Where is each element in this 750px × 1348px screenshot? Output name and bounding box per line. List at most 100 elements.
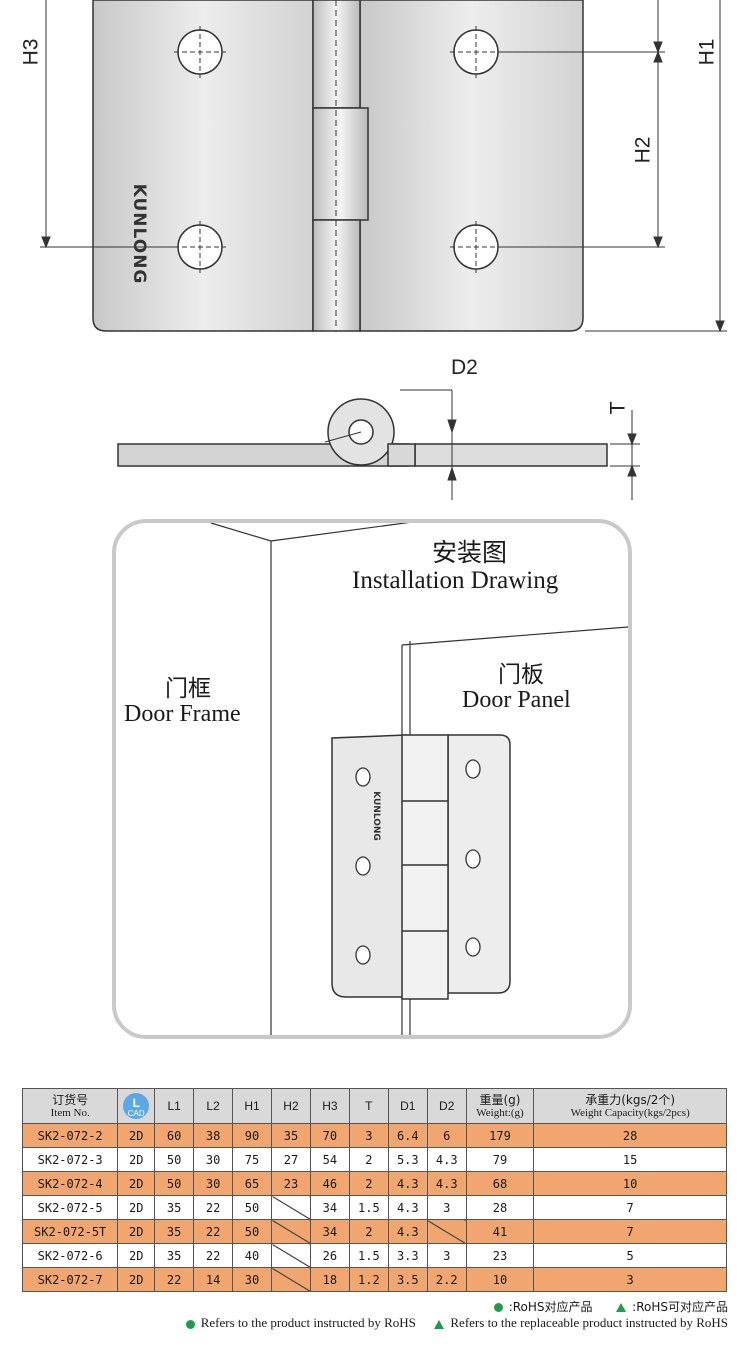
right-leaf [359,0,584,332]
cell-l2: 22 [193,1195,234,1220]
cell-t: 1.5 [348,1243,389,1268]
cell-l1: 35 [154,1219,195,1244]
legend-replace-en: Refers to the replaceable product instru… [450,1315,728,1330]
cell-cap: 5 [533,1243,727,1268]
left-leaf [92,0,314,332]
col-d2: D2 [426,1088,467,1124]
cell-weight: 179 [465,1123,535,1148]
cell-item: SK2-072-5T [21,1219,119,1244]
col-l2: L2 [193,1088,234,1124]
cell-cad[interactable]: 2D [117,1123,156,1148]
cell-weight: 68 [465,1171,535,1196]
cell-t: 3 [348,1123,389,1148]
cell-l2: 30 [193,1147,234,1172]
cell-cad[interactable]: 2D [117,1267,156,1292]
cell-t: 1.5 [348,1195,389,1220]
cell-l2: 22 [193,1219,234,1244]
col-h2: H2 [271,1088,311,1124]
installation-illustration [210,523,628,1035]
door-frame-label-en: Door Frame [124,701,241,727]
cell-h2 [271,1243,311,1268]
cell-d1: 5.3 [387,1147,428,1172]
cell-l1: 22 [154,1267,195,1292]
cell-t: 2 [348,1219,389,1244]
legend-rohs-cn: :RoHS对应产品 [508,1300,593,1314]
cell-d2: 3 [426,1243,467,1268]
cell-d2: 2.2 [426,1267,467,1292]
cell-d2 [426,1219,467,1244]
cell-l2: 30 [193,1171,234,1196]
installation-brand: KUNLONG [367,776,381,856]
cell-cad[interactable]: 2D [117,1243,156,1268]
rohs-dot-icon [493,1303,503,1312]
cell-h2 [271,1267,311,1292]
cell-h3: 26 [309,1243,350,1268]
cell-h2 [271,1219,311,1244]
cell-item: SK2-072-2 [21,1123,119,1148]
cell-t: 2 [348,1147,389,1172]
cell-weight: 41 [465,1219,535,1244]
cell-h3: 70 [309,1123,350,1148]
cell-h2: 35 [271,1123,311,1148]
cell-weight: 10 [465,1267,535,1292]
cell-cad[interactable]: 2D [117,1147,156,1172]
cell-h1: 30 [232,1267,272,1292]
cell-d1: 6.4 [387,1123,428,1148]
hinge-front-view [40,0,727,333]
cell-item: SK2-072-3 [21,1147,119,1172]
h3-label: H3 [19,38,43,66]
cell-h3: 54 [309,1147,350,1172]
col-h1: H1 [232,1088,272,1124]
cell-h3: 18 [309,1267,350,1292]
cell-h1: 40 [232,1243,272,1268]
cell-weight: 28 [465,1195,535,1220]
replaceable-triangle-icon [434,1319,445,1329]
cell-cap: 15 [533,1147,727,1172]
hinge-side-view [117,389,640,500]
legend-rohs-en: Refers to the product instructed by RoHS [200,1315,416,1330]
col-h3: H3 [309,1088,350,1124]
cell-l2: 22 [193,1243,234,1268]
d2-label: D2 [451,356,478,379]
cell-d1: 4.3 [387,1219,428,1244]
cell-l2: 14 [193,1267,234,1292]
cell-cap: 28 [533,1123,727,1148]
cell-t: 1.2 [348,1267,389,1292]
cell-cap: 7 [533,1195,727,1220]
cell-cad[interactable]: 2D [117,1195,156,1220]
cell-cad[interactable]: 2D [117,1171,156,1196]
col-weight: 重量(g)Weight:(g) [465,1088,535,1124]
replaceable-triangle-icon [616,1303,627,1312]
cell-item: SK2-072-7 [21,1267,119,1292]
installation-title-cn: 安装图 [432,538,508,567]
cell-h1: 50 [232,1219,272,1244]
cell-h3: 34 [309,1195,350,1220]
cell-h2: 23 [271,1171,311,1196]
door-frame-label-cn: 门框 [165,676,211,702]
cell-h2: 27 [271,1147,311,1172]
cell-d2: 4.3 [426,1171,467,1196]
installation-panel: KUNLONG 安装图 Installation Drawing 门框 Door… [112,519,632,1039]
col-d1: D1 [387,1088,428,1124]
cell-h1: 65 [232,1171,272,1196]
cell-l1: 50 [154,1147,195,1172]
cell-l2: 38 [193,1123,234,1148]
cell-d1: 4.3 [387,1195,428,1220]
cell-cad[interactable]: 2D [117,1219,156,1244]
cell-t: 2 [348,1171,389,1196]
cell-l1: 50 [154,1171,195,1196]
col-t: T [348,1088,389,1124]
legend-replace-cn: :RoHS可对应产品 [632,1300,728,1314]
cell-cap: 3 [533,1267,727,1292]
cell-cap: 10 [533,1171,727,1196]
